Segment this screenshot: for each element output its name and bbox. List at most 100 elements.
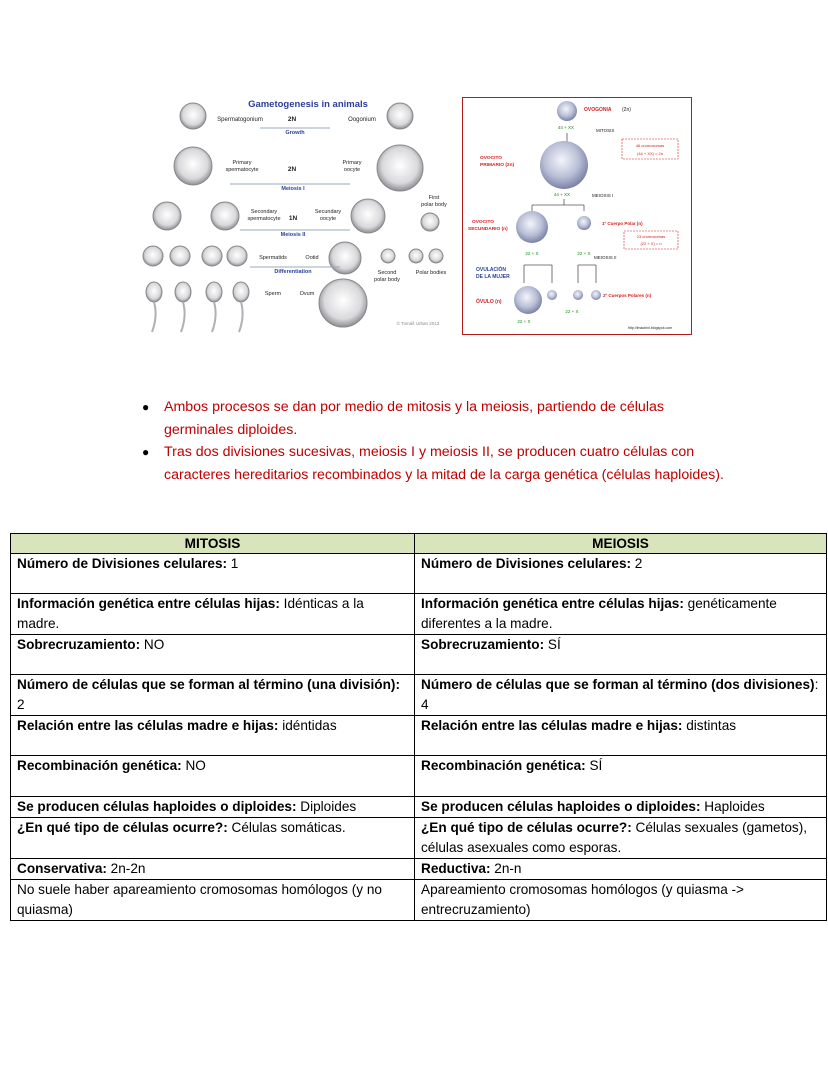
bullet-dot-icon: ● [142,445,150,459]
label-spermatogonium: Spermatogonium [217,117,263,123]
cell-value: Células somáticas. [227,820,346,835]
cell-label: Información genética entre células hijas… [421,596,684,611]
label-ovogonia: OVOGONIA [584,107,612,113]
cell-label: Reductiva: [421,861,491,876]
label-primario-1: OVOCITO [480,155,502,161]
cell-label: ¿En qué tipo de células ocurre?: [421,820,632,835]
label-primary-sc-2: spermatocyte [225,167,258,173]
cell-label: Sobrecruzamiento: [421,637,545,652]
label-ovulo: ÓVULO (n) [476,297,502,305]
ovogenesis-figure: OVOGONIA (2n) 44 + XX MITOSIS 46 cromoso… [462,97,692,335]
label-first-polar-2: polar body [421,202,447,208]
ootid-cell [328,241,362,275]
label-44xx-b: 44 + XX [554,192,570,197]
secondary-spermatocyte-cell-2 [210,201,240,231]
cell-label: Sobrecruzamiento: [17,637,141,652]
table-header-row: MITOSIS MEIOSIS [10,533,827,554]
label-2n-a: 2N [288,116,297,123]
label-secondary-sc-2: spermatocyte [247,216,280,222]
table-row: Sobrecruzamiento: NO Sobrecruzamiento: S… [10,634,827,675]
figure-url: http://lmachinl.blogspot.com [628,326,673,330]
ovulo-cell [514,286,542,314]
bullet-text: Tras dos divisiones sucesivas, meiosis I… [164,444,724,483]
label-44xx-a: 44 + XX [558,125,574,130]
cell-mitosis: Número de células que se forman al térmi… [10,674,415,716]
secondary-spermatocyte-cell-1 [152,201,182,231]
spermatid-cell-2 [169,245,191,267]
secondary-oocyte-ovo-cell [516,211,548,243]
label-secundario-1: OVOCITO [472,219,494,225]
spermatid-cell-1 [142,245,164,267]
table-row: Conservativa: 2n-2n Reductiva: 2n-n [10,858,827,880]
label-primary-oo-1: Primary [343,160,362,166]
bullet-text: Ambos procesos se dan por medio de mitos… [164,399,664,438]
label-meiosis2: MEIOSIS II [594,255,617,260]
cell-value: SÍ [585,758,603,773]
cell-value: : 4 [421,677,819,712]
cell-label: Número de células que se forman al térmi… [421,677,815,692]
label-ovulacion-2: DE LA MUJER [476,274,510,280]
polar-body-cell-1 [408,248,424,264]
primary-oocyte-ovo-cell [540,141,588,189]
cell-label: Relación entre las células madre e hijas… [17,718,279,733]
cell-value: Diploides [296,799,357,814]
label-polar-bodies: Polar bodies [416,270,447,276]
cell-value: Idénticas a la madre. [17,596,364,631]
mitosis-meiosis-table: MITOSIS MEIOSIS Número de Divisiones cel… [10,533,827,921]
label-differentiation: Differentiation [274,269,312,275]
cell-value: Apareamiento cromosomas homólogos (y qui… [421,882,744,917]
cell-mitosis: Recombinación genética: NO [10,755,415,797]
cell-mitosis: Relación entre las células madre e hijas… [10,715,415,756]
oogonium-cell [386,102,414,130]
label-ovogonia-n: (2n) [622,107,631,113]
second-polar-body-ovo-2 [573,290,583,300]
bullet-dot-icon: ● [142,400,150,414]
secondary-oocyte-cell [350,198,386,234]
cell-mitosis: Número de Divisiones celulares: 1 [10,553,415,594]
cell-meiosis: Apareamiento cromosomas homólogos (y qui… [414,879,827,921]
cell-label: Se producen células haploides o diploide… [421,799,701,814]
label-secondary-oo-2: oocyte [320,216,336,222]
table-row: Número de células que se forman al térmi… [10,674,827,716]
table-row: Información genética entre células hijas… [10,593,827,635]
cell-meiosis: Información genética entre células hijas… [414,593,827,635]
cell-label: Número de células que se forman al térmi… [17,677,400,692]
first-polar-body-ovo-cell [577,216,591,230]
cell-value: idéntidas [278,718,337,733]
cell-mitosis: ¿En qué tipo de células ocurre?: Células… [10,817,415,859]
sperm-head-3 [205,281,223,303]
table-row: Relación entre las células madre e hijas… [10,715,827,756]
first-polar-body-cell [420,212,440,232]
cell-label: ¿En qué tipo de células ocurre?: [17,820,228,835]
cell-value: distintas [682,718,737,733]
label-growth: Growth [285,130,305,136]
label-primer-cuerpo: 1º Cuerpo Polar (n) [602,221,643,226]
cell-mitosis: Información genética entre células hijas… [10,593,415,635]
cell-meiosis: Número de células que se forman al térmi… [414,674,827,716]
cell-value: 2n-2n [106,861,146,876]
label-ootid: Ootid [305,255,318,261]
label-meiosis-2: Meiosis II [281,232,306,238]
cell-value: No suele haber apareamiento cromosomas h… [17,882,382,917]
gametogenesis-figure: Gametogenesis in animals Spermatogonium … [140,96,458,336]
label-box1-2: (44 + XX) = 2n [637,151,663,156]
cell-mitosis: Sobrecruzamiento: NO [10,634,415,675]
label-oogonium: Oogonium [348,117,376,123]
cell-mitosis: No suele haber apareamiento cromosomas h… [10,879,415,921]
sperm-head-1 [145,281,163,303]
cell-value: Células sexuales (gametos), células asex… [421,820,808,855]
cell-label: Número de Divisiones celulares: [17,556,228,571]
cell-meiosis: Sobrecruzamiento: SÍ [414,634,827,675]
table-row: Se producen células haploides o diploide… [10,796,827,818]
cell-value: genéticamente diferentes a la madre. [421,596,777,631]
label-secundario-2: SECUNDARIO (n) [468,226,508,232]
ovum-cell [318,278,368,328]
cell-label: Relación entre las células madre e hijas… [421,718,683,733]
cell-meiosis: Relación entre las células madre e hijas… [414,715,827,756]
label-22x-d: 22 + X [565,309,578,314]
cell-value: SÍ [544,637,561,652]
cell-value: 2n-n [490,861,522,876]
cell-label: Conservativa: [17,861,107,876]
label-primario-2: PRIMARIO (2n) [480,162,515,168]
header-mitosis: MITOSIS [10,533,415,554]
